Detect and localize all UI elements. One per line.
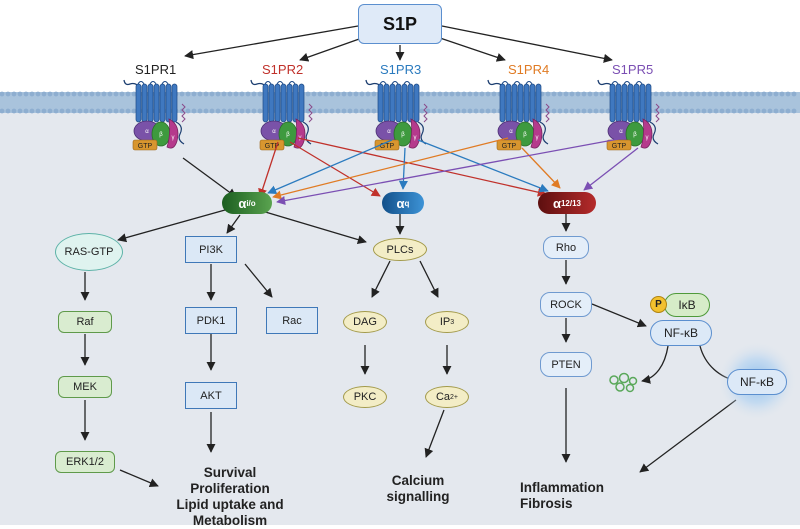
receptor-label-s1pr4: S1PR4 [508,62,550,77]
arrow-gio-ras [117,209,226,243]
s1p-ligand: S1P [358,4,442,44]
svg-text:γ: γ [646,135,649,141]
arrow-pi3k-rac [244,263,273,298]
svg-text:α: α [387,129,391,135]
coupling-arrows [182,137,639,205]
arrow-s1pr3-gq [398,147,408,190]
arrow-s1pr3-g1213 [417,139,549,193]
outcome-inflammation: Inflammation Fibrosis [520,480,605,511]
ras-gtp-node: RAS-GTP [55,233,123,271]
arrow-rock-nfkb [591,303,647,328]
degraded-ikb-icon [609,372,638,393]
rho-node: Rho [543,236,589,259]
arrow-s1pr5-g1213 [583,147,639,191]
svg-text:β: β [401,132,405,138]
svg-text:GTP: GTP [265,143,280,150]
arrow-ca-outcome [424,409,445,458]
svg-text:α: α [509,129,513,135]
svg-text:α: α [145,129,149,135]
svg-text:γ: γ [172,135,175,141]
receptor-1: GTP α β γ [123,79,186,151]
svg-text:α: α [272,129,276,135]
svg-text:α: α [619,129,623,135]
receptor-label-s1pr2: S1PR2 [262,62,304,77]
svg-text:β: β [633,132,637,138]
arrow-nuclear-nfkb-outcome [639,399,737,473]
arrow-s1pr2-g1213 [297,137,547,197]
phospho-badge: P [650,296,667,313]
mek-node: MEK [58,376,112,398]
s1p-arrows [184,25,613,63]
receptor-3: GTP α β γ [365,79,428,151]
arrow-s1pr3-gio [267,139,393,194]
svg-text:GTP: GTP [138,143,153,150]
nfkb-node: NF-κB [650,320,712,346]
arrow-s1pr5-gio [276,137,625,205]
arrow-plcs-ip3 [419,260,439,298]
pathway-arrows [80,209,739,488]
raf-node: Raf [58,311,112,333]
pkc-node: PKC [343,386,387,408]
arrow-s1pr4-gio [272,137,509,200]
arrow-gio-plcs [261,210,367,245]
arrow-nfkb-degradation [641,345,669,384]
arrow-s1pr2-gio [258,141,279,198]
arrow-s1p-s1pr4 [439,37,506,62]
rac-node: Rac [266,307,318,334]
pi3k-node: PI3K [185,236,237,263]
outcome-survival: Survival Proliferation Lipid uptake and … [176,465,284,528]
receptor-label-s1pr3: S1PR3 [380,62,422,77]
svg-text:β: β [523,132,527,138]
arrow-s1p-s1pr1 [184,25,359,60]
arrow-s1pr1-gio [182,157,237,198]
arrow-erk-outcome [119,469,159,488]
akt-node: AKT [185,382,237,409]
svg-text:GTP: GTP [612,143,627,150]
pten-node: PTEN [540,352,592,377]
dag-node: DAG [343,311,387,333]
pdk1-node: PDK1 [185,307,237,334]
erk-node: ERK1/2 [55,451,115,473]
svg-text:γ: γ [414,135,417,141]
svg-text:γ: γ [536,135,539,141]
rock-node: ROCK [540,292,592,317]
arrow-s1p-s1pr5 [441,25,613,63]
svg-text:β: β [159,132,163,138]
arrow-s1pr2-gq [289,141,381,197]
svg-text:GTP: GTP [502,143,517,150]
arrow-gio-pi3k [226,214,241,234]
svg-text:GTP: GTP [380,143,395,150]
receptor-5: GTP α β γ [597,79,660,151]
receptor-label-s1pr1: S1PR1 [135,62,177,77]
svg-text:β: β [286,132,290,138]
arrow-s1p-s1pr2 [299,37,363,62]
nuclear-nfkb-node: NF-κB [727,369,787,395]
receptor-4: GTP α β γ [487,79,550,151]
arrow-s1pr4-g1213 [521,147,561,189]
s1p-label: S1P [382,13,418,34]
plcs-node: PLCs [373,238,427,261]
outcome-calcium: Calcium signalling [386,473,450,504]
arrow-plcs-dag [371,260,391,298]
ikb-node: IκB [664,293,710,317]
cytoplasm [0,113,800,525]
receptor-label-s1pr5: S1PR5 [612,62,654,77]
